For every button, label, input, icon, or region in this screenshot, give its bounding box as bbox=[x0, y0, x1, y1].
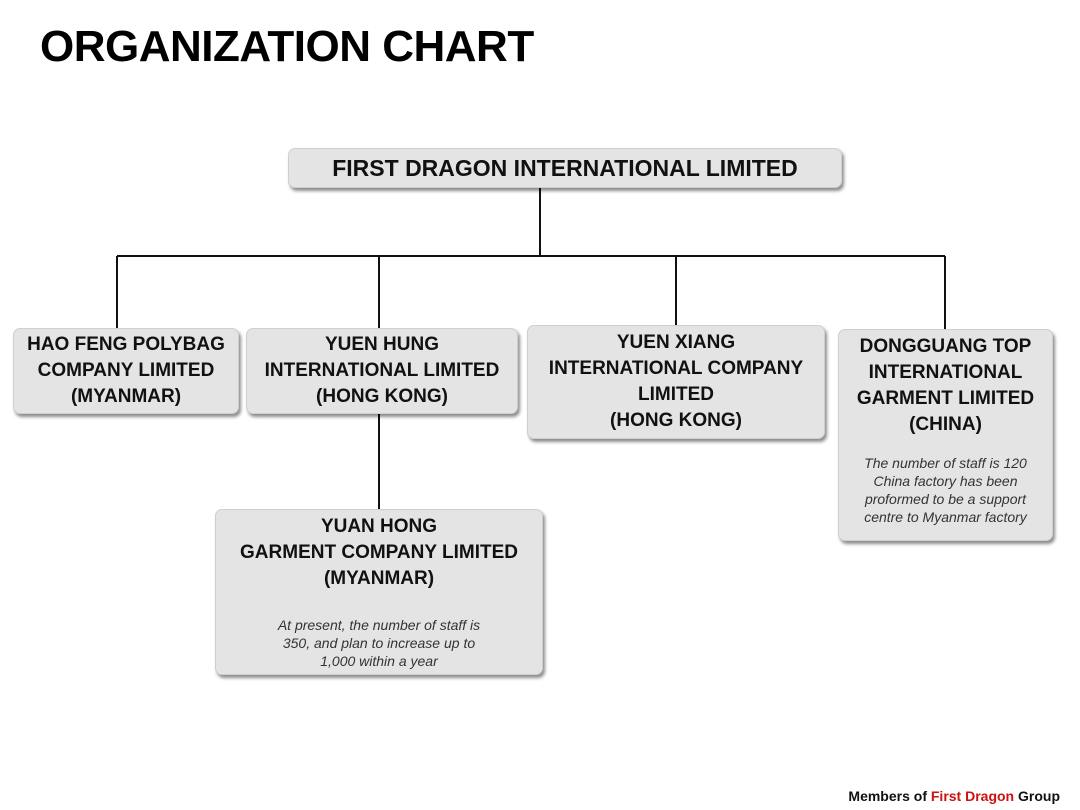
node-first-dragon: FIRST DRAGON INTERNATIONAL LIMITED bbox=[288, 148, 842, 188]
node-name-line: (CHINA) bbox=[909, 414, 982, 435]
node-name-line: GARMENT LIMITED bbox=[856, 388, 1035, 409]
node-yuan-hong: YUAN HONG GARMENT COMPANY LIMITED (MYANM… bbox=[215, 509, 543, 675]
node-name-line: (MYANMAR) bbox=[323, 568, 435, 589]
footer-caption: Members of First Dragon Group bbox=[848, 788, 1060, 804]
page-title: ORGANIZATION CHART bbox=[40, 22, 534, 71]
node-name-line: YUEN XIANG bbox=[616, 332, 736, 353]
node-note-line: At present, the number of staff is bbox=[277, 617, 481, 633]
node-note-line: The number of staff is 120 bbox=[864, 455, 1027, 471]
node-name-line: YUAN HONG bbox=[320, 516, 438, 537]
node-name-line: INTERNATIONAL LIMITED bbox=[264, 360, 500, 381]
node-name-line: LIMITED bbox=[638, 384, 714, 405]
node-name-line: (MYANMAR) bbox=[70, 386, 182, 407]
node-name-line: (HONG KONG) bbox=[610, 410, 742, 431]
node-hao-feng: HAO FENG POLYBAG COMPANY LIMITED (MYANMA… bbox=[13, 328, 239, 414]
node-note-line: proformed to be a support bbox=[864, 491, 1027, 507]
node-name: FIRST DRAGON INTERNATIONAL LIMITED bbox=[332, 155, 798, 181]
footer-brand: First Dragon bbox=[930, 788, 1015, 804]
node-note-line: centre to Myanmar factory bbox=[864, 509, 1027, 525]
node-yuen-hung: YUEN HUNG INTERNATIONAL LIMITED (HONG KO… bbox=[246, 328, 518, 414]
node-name-line: YUEN HUNG bbox=[324, 334, 439, 355]
node-name-line: INTERNATIONAL COMPANY bbox=[548, 358, 804, 379]
node-name-line: GARMENT COMPANY LIMITED bbox=[240, 542, 518, 563]
node-name-line: DONGGUANG TOP bbox=[859, 336, 1032, 357]
node-name-line: HAO FENG POLYBAG bbox=[27, 334, 225, 355]
node-name-line: (HONG KONG) bbox=[316, 386, 448, 407]
node-name-line: COMPANY LIMITED bbox=[37, 360, 215, 381]
footer-suffix: Group bbox=[1014, 788, 1060, 804]
node-yuen-xiang: YUEN XIANG INTERNATIONAL COMPANY LIMITED… bbox=[527, 325, 825, 439]
node-note-line: China factory has been bbox=[873, 473, 1018, 489]
node-note-line: 1,000 within a year bbox=[320, 653, 438, 669]
footer-prefix: Members of bbox=[848, 788, 931, 804]
node-name-line: INTERNATIONAL bbox=[868, 362, 1023, 383]
node-note-line: 350, and plan to increase up to bbox=[282, 635, 476, 651]
node-dongguang: DONGGUANG TOP INTERNATIONAL GARMENT LIMI… bbox=[838, 329, 1053, 541]
